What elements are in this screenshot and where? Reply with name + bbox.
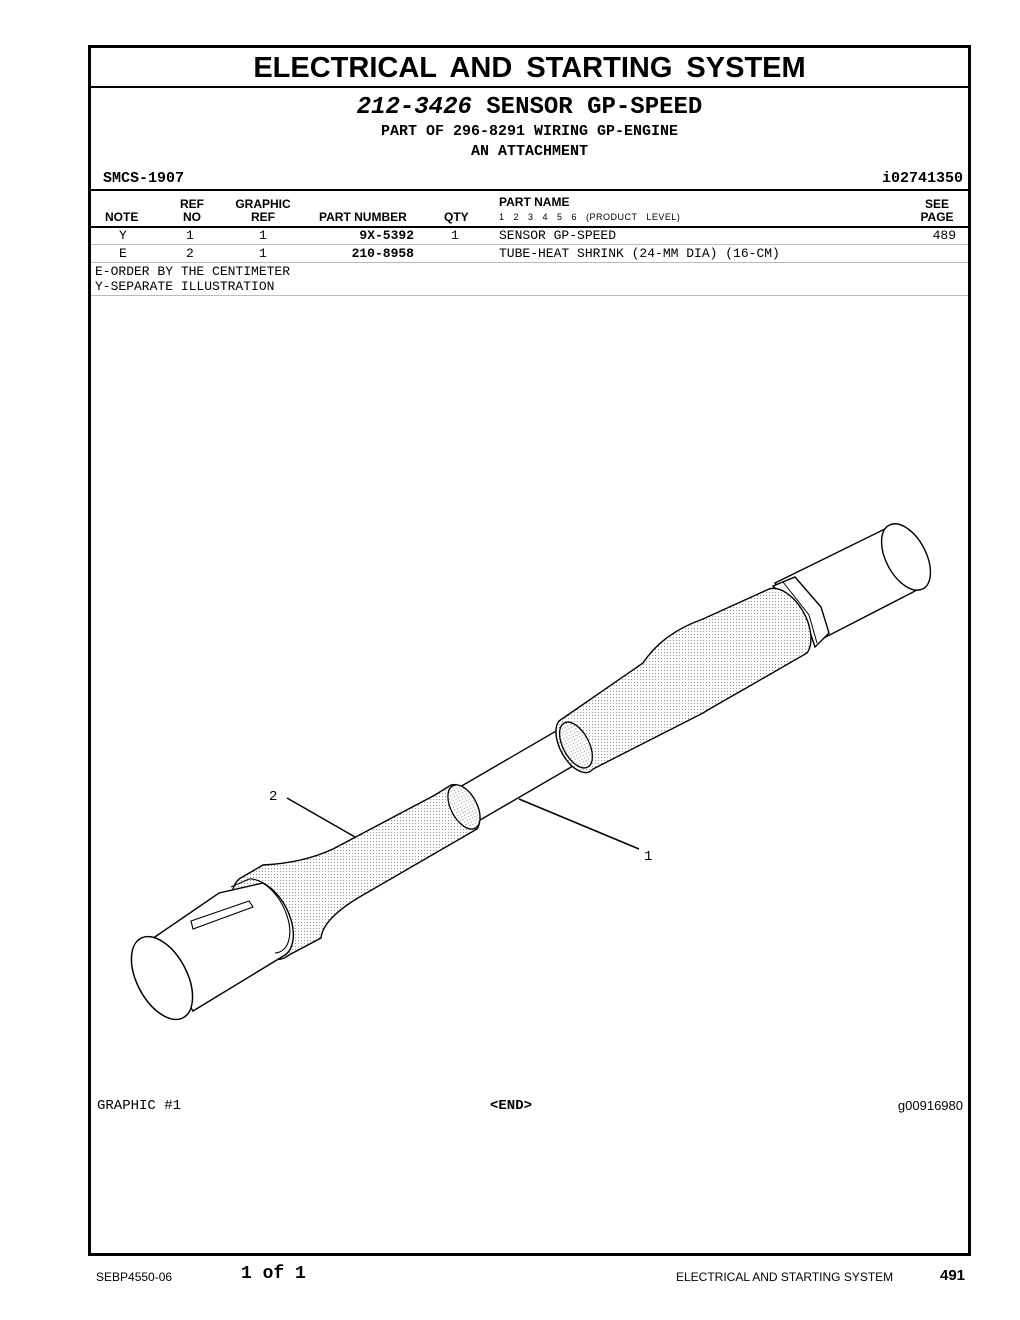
row-part-number: 210-8958 bbox=[351, 246, 414, 261]
header-part-name: PART NAME bbox=[499, 195, 570, 209]
row-qty: 1 bbox=[451, 228, 459, 243]
product-level-scale: 1 2 3 4 5 6 (PRODUCT LEVEL) bbox=[499, 212, 681, 222]
row-note: E bbox=[119, 246, 127, 261]
header-note: NOTE bbox=[105, 210, 139, 224]
row-ref-no: 2 bbox=[186, 246, 194, 261]
part-title: 212-3426 SENSOR GP-SPEED bbox=[91, 94, 968, 121]
end-marker: <END> bbox=[490, 1098, 533, 1114]
callout-2: 2 bbox=[269, 789, 277, 805]
row-divider bbox=[91, 262, 968, 263]
page-of: 1 of 1 bbox=[241, 1264, 306, 1284]
header-ref-no: REF NO bbox=[180, 197, 204, 224]
row-part-name: SENSOR GP-SPEED bbox=[499, 228, 617, 243]
callout-1-leader bbox=[518, 798, 640, 850]
heat-shrink-tube-left bbox=[230, 783, 481, 961]
sensor-illustration: 2 1 bbox=[130, 523, 932, 1021]
page-number: 491 bbox=[940, 1267, 966, 1284]
document-identifier: i02741350 bbox=[881, 170, 963, 187]
graphic-label: GRAPHIC #1 bbox=[97, 1098, 182, 1114]
row-ref-no: 1 bbox=[186, 228, 194, 243]
callout-2-leader bbox=[286, 797, 356, 838]
heat-shrink-tube-right bbox=[555, 587, 812, 774]
row-see-page[interactable]: 489 bbox=[932, 228, 956, 243]
section-title: ELECTRICAL AND STARTING SYSTEM bbox=[91, 48, 968, 88]
header-graphic-ref: GRAPHIC REF bbox=[235, 197, 291, 224]
part-name-title: SENSOR GP-SPEED bbox=[486, 94, 703, 121]
row-part-number: 9X-5392 bbox=[359, 228, 414, 243]
notes-bottom-rule bbox=[91, 295, 968, 296]
graphic-id: g00916980 bbox=[897, 1098, 963, 1113]
attachment-line: AN ATTACHMENT bbox=[470, 143, 589, 160]
part-of-line: PART OF 296-8291 WIRING GP-ENGINE bbox=[380, 123, 679, 140]
row-part-name: TUBE-HEAT SHRINK (24-MM DIA) (16-CM) bbox=[499, 246, 780, 261]
callout-1: 1 bbox=[644, 849, 652, 865]
sensor-tip-cylinder bbox=[130, 878, 295, 1021]
row-divider bbox=[91, 244, 968, 245]
note-e: E-ORDER BY THE CENTIMETER bbox=[95, 264, 291, 279]
part-number-title: 212-3426 bbox=[356, 94, 472, 121]
doc-number: SEBP4550-06 bbox=[96, 1270, 173, 1284]
footer-section: ELECTRICAL AND STARTING SYSTEM bbox=[676, 1270, 894, 1284]
page-frame: ELECTRICAL AND STARTING SYSTEM 212-3426 … bbox=[88, 45, 971, 1256]
row-graphic-ref: 1 bbox=[259, 246, 267, 261]
row-note: Y bbox=[119, 228, 127, 243]
header-bottom-rule bbox=[91, 226, 968, 228]
header-qty: QTY bbox=[444, 210, 469, 224]
row-graphic-ref: 1 bbox=[259, 228, 267, 243]
table-top-rule bbox=[91, 189, 968, 191]
header-part-number: PART NUMBER bbox=[319, 210, 407, 224]
smcs-code: SMCS-1907 bbox=[103, 170, 185, 187]
note-y: Y-SEPARATE ILLUSTRATION bbox=[95, 279, 275, 294]
header-see-page: SEE PAGE bbox=[920, 197, 954, 224]
